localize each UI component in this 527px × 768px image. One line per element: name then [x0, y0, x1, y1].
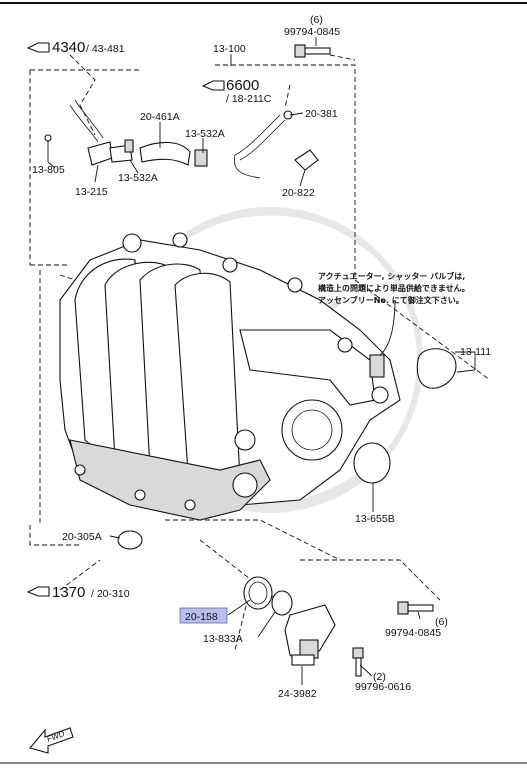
part-20-381[interactable]: 20-381 — [305, 108, 338, 120]
frame-dash-right-b — [354, 279, 491, 381]
bolt-top-leader — [329, 54, 356, 61]
lower-assy-dash-2 — [300, 559, 441, 601]
bolt-99794-0845-top — [294, 44, 331, 58]
note-line-1: アクチュエーター, シャッター バルブは, — [318, 271, 465, 281]
bolt-99794-0845-bottom — [397, 601, 434, 615]
part-13-532a-b[interactable]: 13-532A — [118, 172, 158, 184]
qty-top: (6) — [310, 14, 323, 26]
part-20-461a[interactable]: 20-461A — [140, 111, 180, 123]
part-13-532a-a[interactable]: 13-532A — [185, 128, 225, 140]
part-24-3982[interactable]: 24-3982 — [278, 688, 317, 700]
callout-43-481[interactable]: / 43-481 — [86, 43, 125, 55]
part-20-305a[interactable]: 20-305A — [62, 531, 102, 543]
callout-1370[interactable]: 1370 — [52, 584, 85, 601]
part-13-111[interactable]: 13-111 — [460, 346, 491, 358]
part-13-655b[interactable]: 13-655B — [355, 513, 395, 525]
qty-small: (2) — [373, 671, 386, 683]
callout-leader-6600 — [284, 84, 291, 109]
fwd-arrow-icon: FWD — [29, 727, 74, 754]
highlight-20-158 — [179, 607, 228, 624]
ref-pointer-icon — [26, 586, 50, 597]
callout-20-310[interactable]: / 20-310 — [91, 588, 130, 600]
pcv-hoses — [44, 99, 319, 179]
callout-18-211c[interactable]: / 18-211C — [226, 93, 272, 105]
ref-pointer-icon — [26, 42, 50, 53]
qty-bottom: (6) — [435, 616, 448, 628]
part-13-805[interactable]: 13-805 — [32, 164, 65, 176]
frame-dash-lower-left — [29, 525, 80, 546]
callout-4340[interactable]: 4340 — [52, 39, 85, 56]
gasket-13-111 — [416, 348, 457, 389]
part-20-158[interactable]: 20-158 — [185, 611, 218, 623]
part-13-215[interactable]: 13-215 — [75, 186, 108, 198]
note-line-3: アッセンブリーNo. にて御注文下さい。 — [318, 295, 464, 305]
part-99794-0845-bottom[interactable]: 99794-0845 — [385, 627, 441, 639]
leader-lines — [47, 37, 476, 685]
note-line-2: 構造上の問題により単品供給できません。 — [318, 283, 470, 293]
oring-20-305a — [117, 530, 143, 550]
intake-manifold — [59, 232, 401, 521]
ref-pointer-icon — [201, 80, 225, 91]
part-13-100[interactable]: 13-100 — [213, 43, 246, 55]
lower-assy-dash — [199, 539, 291, 611]
part-13-833a[interactable]: 13-833A — [203, 633, 243, 645]
actuator-note: アクチュエーター, シャッター バルブは, 構造上の問題により単品供給できません… — [318, 271, 470, 305]
bolt-99796-0616 — [352, 647, 364, 677]
frame-dash-lower — [165, 519, 341, 561]
part-20-822[interactable]: 20-822 — [282, 187, 315, 199]
oring-13-655b — [353, 442, 391, 484]
part-99794-0845-top[interactable]: 99794-0845 — [284, 26, 340, 38]
shutter-valve-actuator — [243, 576, 336, 666]
part-99796-0616[interactable]: 99796-0616 — [355, 681, 411, 693]
callout-leader-4340 — [69, 54, 96, 136]
callout-6600[interactable]: 6600 — [226, 77, 259, 94]
frame-dash-top-right — [215, 64, 356, 120]
callout-leader-1370 — [59, 559, 101, 591]
